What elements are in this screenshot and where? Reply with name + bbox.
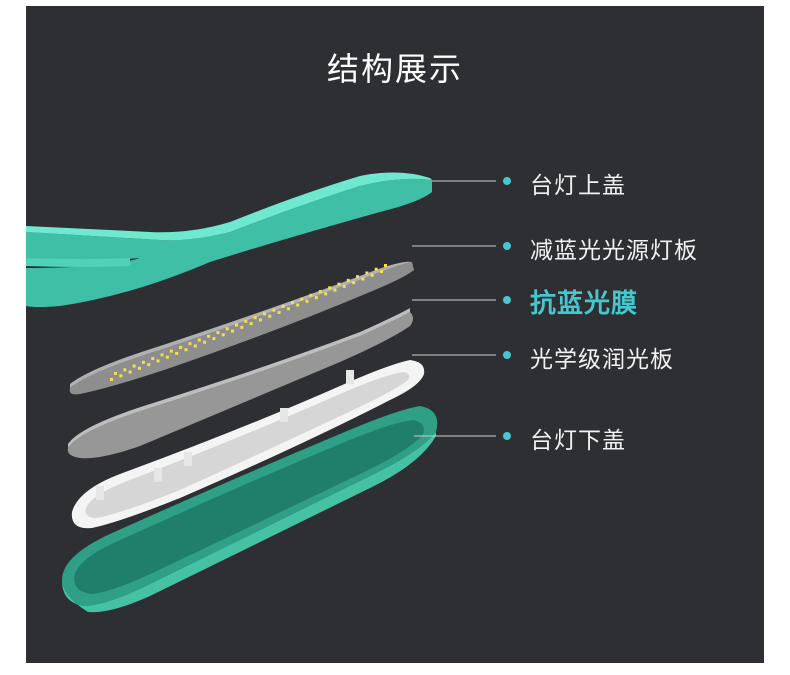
led-dot <box>352 281 356 285</box>
led-dot <box>300 297 304 301</box>
led-dot <box>221 333 225 337</box>
led-dot <box>184 348 188 352</box>
led-dot <box>244 319 248 323</box>
led-dot <box>328 286 332 290</box>
led-dot <box>207 334 211 338</box>
led-board-part <box>69 261 414 395</box>
led-dot <box>151 357 155 361</box>
label-bottom-cover: 台灯下盖 <box>530 428 626 454</box>
label-light-guide: 光学级润光板 <box>530 347 674 373</box>
led-dot <box>314 296 318 300</box>
led-dot <box>281 304 285 308</box>
led-dot <box>141 360 145 364</box>
leader-lines <box>412 177 511 440</box>
led-dot <box>231 329 235 333</box>
led-dot <box>147 363 151 367</box>
led-dot <box>286 307 290 311</box>
led-dot <box>333 288 337 292</box>
bottom-cover-part <box>62 406 438 613</box>
led-dot <box>132 364 136 368</box>
led-dot <box>188 342 192 346</box>
led-dot <box>384 264 387 267</box>
led-dot <box>156 359 160 363</box>
label-anti-blue-film: 抗蓝光膜 <box>530 289 639 319</box>
led-dot <box>356 275 360 279</box>
led-dot <box>119 374 123 378</box>
led-dot <box>262 312 266 316</box>
page-title: 结构展示 <box>326 50 463 88</box>
led-dot <box>346 278 350 282</box>
led-dot <box>212 337 216 341</box>
led-dot <box>203 340 207 344</box>
led-dot <box>137 366 141 370</box>
led-dot <box>365 271 369 275</box>
label-led-board: 减蓝光光源灯板 <box>530 238 698 264</box>
led-dot <box>272 308 276 312</box>
led-dot <box>380 270 383 273</box>
led-dot <box>128 370 132 374</box>
anti-blue-film-part <box>67 308 413 459</box>
label-top-cover: 台灯上盖 <box>530 173 626 199</box>
led-dot <box>249 322 253 326</box>
led-dot <box>277 310 281 314</box>
led-dot <box>193 344 197 348</box>
led-dot <box>337 282 341 286</box>
led-dot <box>123 368 127 372</box>
led-dot <box>296 303 300 307</box>
led-dot <box>374 267 378 271</box>
led-dot <box>225 327 229 331</box>
led-dot <box>324 292 328 296</box>
led-dot <box>309 293 313 297</box>
led-dot <box>361 277 365 281</box>
led-dot <box>290 301 294 305</box>
led-dot <box>165 355 169 359</box>
led-dot <box>235 323 239 327</box>
led-dot <box>253 316 257 320</box>
led-dot <box>216 331 220 335</box>
led-dot <box>114 372 117 375</box>
light-guide-part <box>71 360 425 529</box>
led-dot <box>197 338 201 342</box>
led-dot <box>179 345 183 349</box>
led-dot <box>160 353 164 357</box>
led-dot <box>305 299 309 303</box>
led-dot <box>342 284 346 288</box>
top-cover-part <box>25 172 432 307</box>
led-dot <box>258 318 262 322</box>
led-dot <box>268 314 272 318</box>
led-dot <box>110 378 113 381</box>
led-dot <box>175 351 179 355</box>
led-dot <box>169 349 173 353</box>
led-dot <box>240 325 244 329</box>
led-dot <box>370 273 374 277</box>
led-dot <box>318 290 322 294</box>
